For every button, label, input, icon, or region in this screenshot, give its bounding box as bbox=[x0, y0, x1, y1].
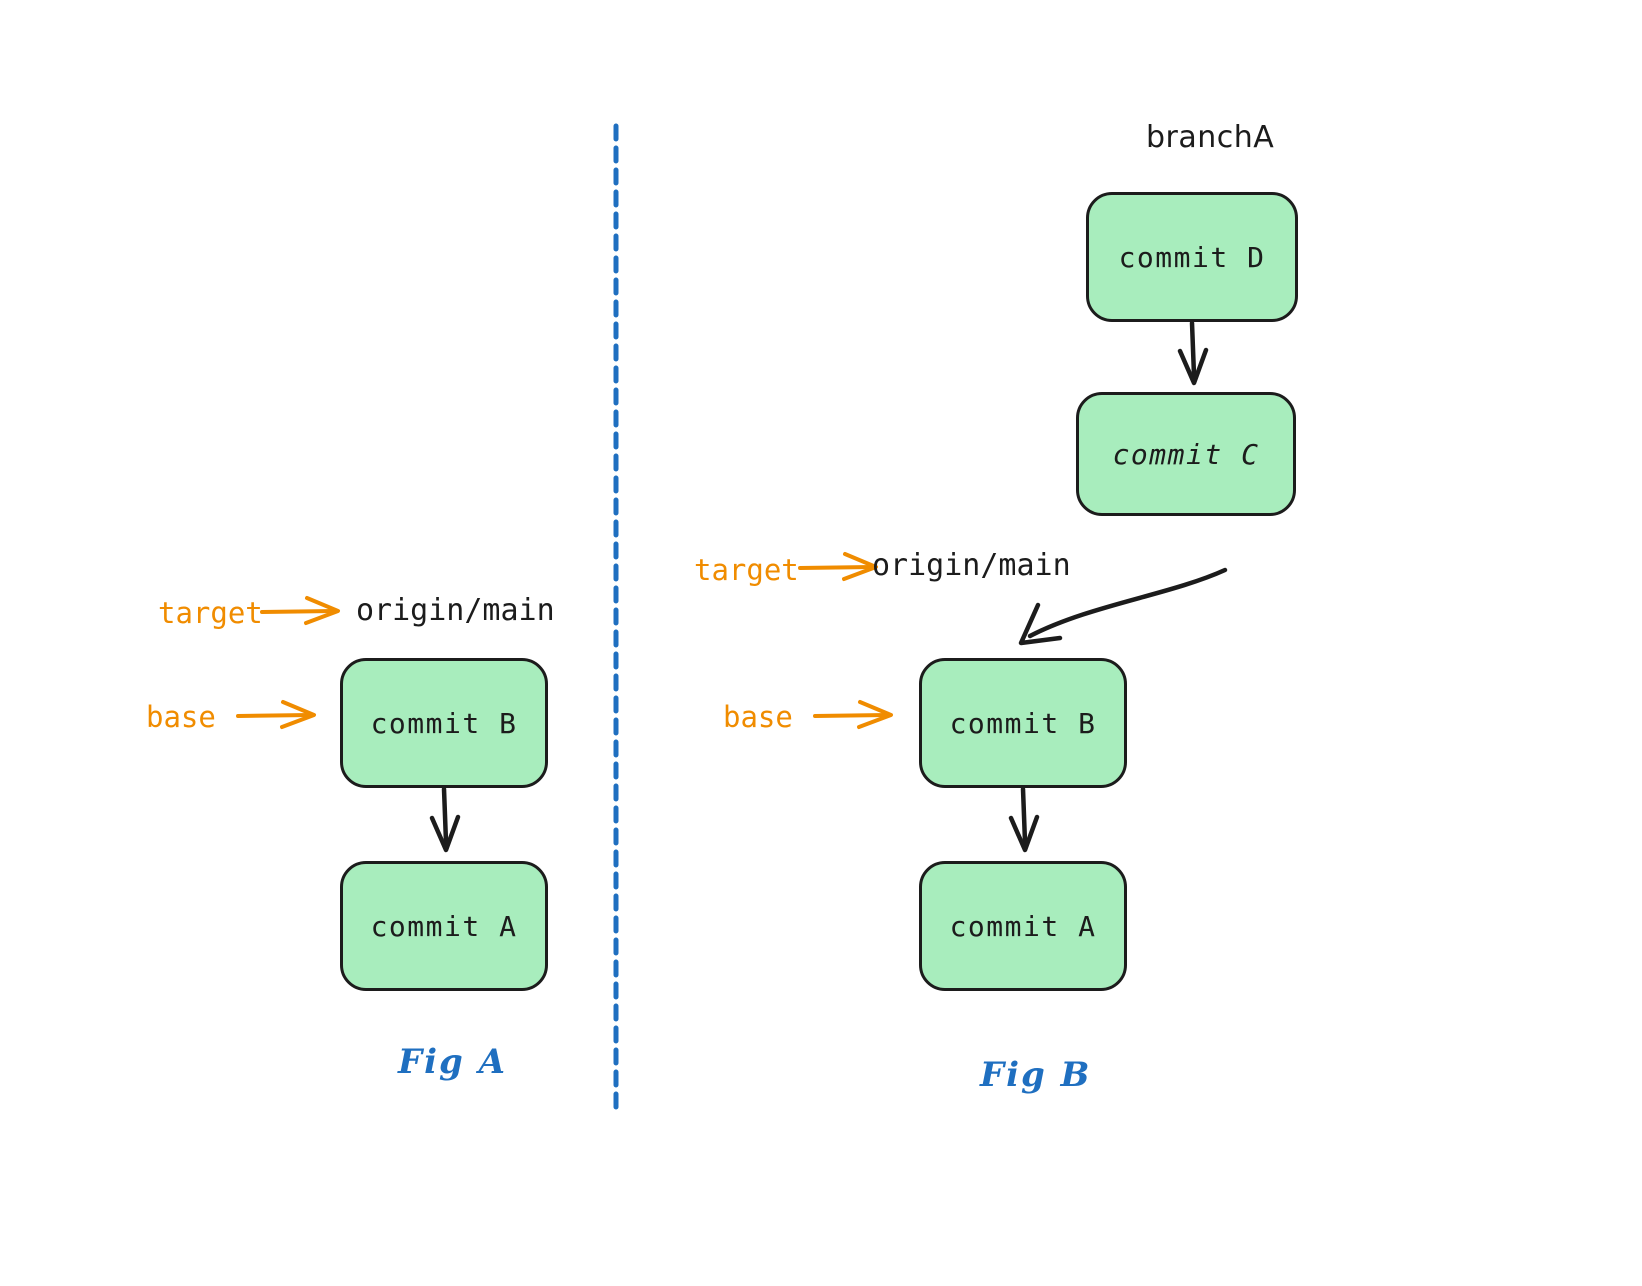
fig-a-commit-b-label: commit B bbox=[370, 706, 518, 740]
fig-a-target-arrow bbox=[260, 596, 340, 625]
fig-b-base-annotation: base bbox=[723, 700, 793, 734]
fig-b-origin-main-label: origin/main bbox=[872, 548, 1071, 583]
fig-a-commit-a-label: commit A bbox=[370, 909, 518, 943]
fig-b-target-annotation: target bbox=[694, 553, 799, 587]
fig-b-edge-d-to-c bbox=[1177, 320, 1209, 386]
fig-b-edge-b-to-a bbox=[1008, 786, 1040, 853]
fig-b-commit-a-box[interactable]: commit A bbox=[919, 861, 1127, 991]
fig-a-base-annotation: base bbox=[146, 700, 216, 734]
fig-b-edge-c-to-b-curved bbox=[1018, 567, 1228, 646]
fig-b-commit-d-box[interactable]: commit D bbox=[1086, 192, 1298, 322]
fig-a-edge-b-to-a bbox=[429, 786, 461, 853]
fig-b-caption: Fig B bbox=[980, 1055, 1092, 1095]
fig-b-commit-b-label: commit B bbox=[949, 706, 1097, 740]
fig-a-caption: Fig A bbox=[398, 1042, 508, 1082]
fig-a-commit-a-box[interactable]: commit A bbox=[340, 861, 548, 991]
fig-b-commit-d-label: commit D bbox=[1118, 240, 1266, 274]
fig-a-origin-main-label: origin/main bbox=[356, 593, 555, 628]
fig-b-brancha-label: branchA bbox=[1146, 120, 1275, 155]
fig-a-target-annotation: target bbox=[158, 596, 263, 630]
fig-b-commit-b-box[interactable]: commit B bbox=[919, 658, 1127, 788]
fig-b-commit-c-box[interactable]: commit C bbox=[1076, 392, 1296, 516]
fig-b-commit-a-label: commit A bbox=[949, 909, 1097, 943]
fig-a-base-arrow bbox=[236, 700, 316, 729]
fig-b-commit-c-label: commit C bbox=[1112, 437, 1260, 471]
fig-b-target-arrow bbox=[798, 552, 878, 581]
fig-b-base-arrow bbox=[813, 700, 893, 729]
fig-a-commit-b-box[interactable]: commit B bbox=[340, 658, 548, 788]
